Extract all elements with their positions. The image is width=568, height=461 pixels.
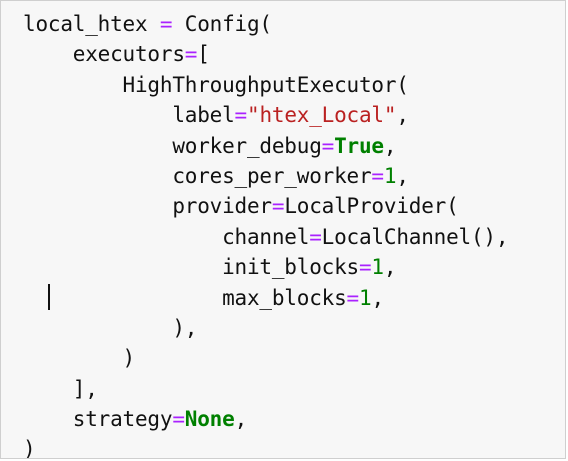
code-token: =: [321, 133, 335, 158]
code-line: executors=[: [23, 39, 508, 69]
code-token: =: [358, 255, 372, 280]
code-line: cores_per_worker=1,: [23, 161, 508, 191]
code-token: LocalChannel(),: [321, 224, 509, 249]
code-token: "htex_Local": [247, 103, 397, 128]
code-line: init_blocks=1,: [23, 252, 508, 282]
code-token: provider: [23, 194, 272, 219]
code-token: max_blocks: [23, 285, 347, 310]
code-token: ),: [23, 315, 198, 340]
code-token: ,: [234, 407, 248, 432]
code-line: ): [23, 343, 508, 373]
code-token: =: [371, 163, 384, 188]
code-token: cores_per_worker: [23, 163, 372, 188]
code-token: [: [197, 42, 210, 67]
code-token: =: [234, 103, 248, 128]
text-cursor: [48, 284, 50, 310]
code-line: label="htex_Local",: [23, 100, 508, 130]
code-line: provider=LocalProvider(: [23, 191, 508, 221]
code-token: channel: [23, 224, 310, 249]
code-token: HighThroughputExecutor(: [23, 72, 409, 97]
code-token: 1: [371, 255, 384, 280]
code-line: max_blocks=1,: [23, 283, 508, 313]
code-token: =: [346, 285, 360, 310]
code-token: executors: [23, 42, 185, 67]
code-token: None: [184, 407, 235, 432]
code-line: local_htex = Config(: [23, 9, 508, 39]
code-token: local_htex: [23, 12, 160, 36]
code-token: strategy: [23, 407, 173, 432]
code-token: label: [23, 103, 235, 128]
code-token: ,: [371, 285, 384, 310]
code-line: channel=LocalChannel(),: [23, 222, 508, 252]
code-token: =: [309, 224, 322, 249]
code-token: True: [334, 133, 384, 158]
code-token: init_blocks: [23, 255, 359, 280]
code-token: ,: [383, 255, 397, 280]
code-line: ),: [23, 313, 508, 343]
code-token: =: [159, 12, 173, 36]
code-token: 1: [358, 285, 372, 310]
code-token: ,: [396, 103, 409, 128]
code-token: ): [23, 437, 36, 459]
code-token: ],: [23, 376, 98, 401]
code-line: strategy=None,: [23, 404, 508, 434]
code-line: ],: [23, 374, 508, 404]
code-token: ): [23, 346, 136, 371]
code-line: HighThroughputExecutor(: [23, 70, 508, 100]
code-token: ,: [383, 133, 397, 158]
code-token: 1: [383, 163, 397, 188]
code-line: worker_debug=True,: [23, 131, 508, 161]
code-token: ,: [396, 163, 409, 188]
code-editor[interactable]: local_htex = Config( executors=[ HighThr…: [23, 9, 509, 459]
code-token: Config(: [172, 12, 272, 36]
code-line: ): [23, 434, 508, 459]
code-token: =: [172, 407, 185, 432]
code-token: worker_debug: [23, 133, 322, 158]
code-token: LocalProvider(: [284, 194, 459, 219]
code-token: =: [184, 42, 198, 67]
code-token: =: [271, 194, 285, 219]
